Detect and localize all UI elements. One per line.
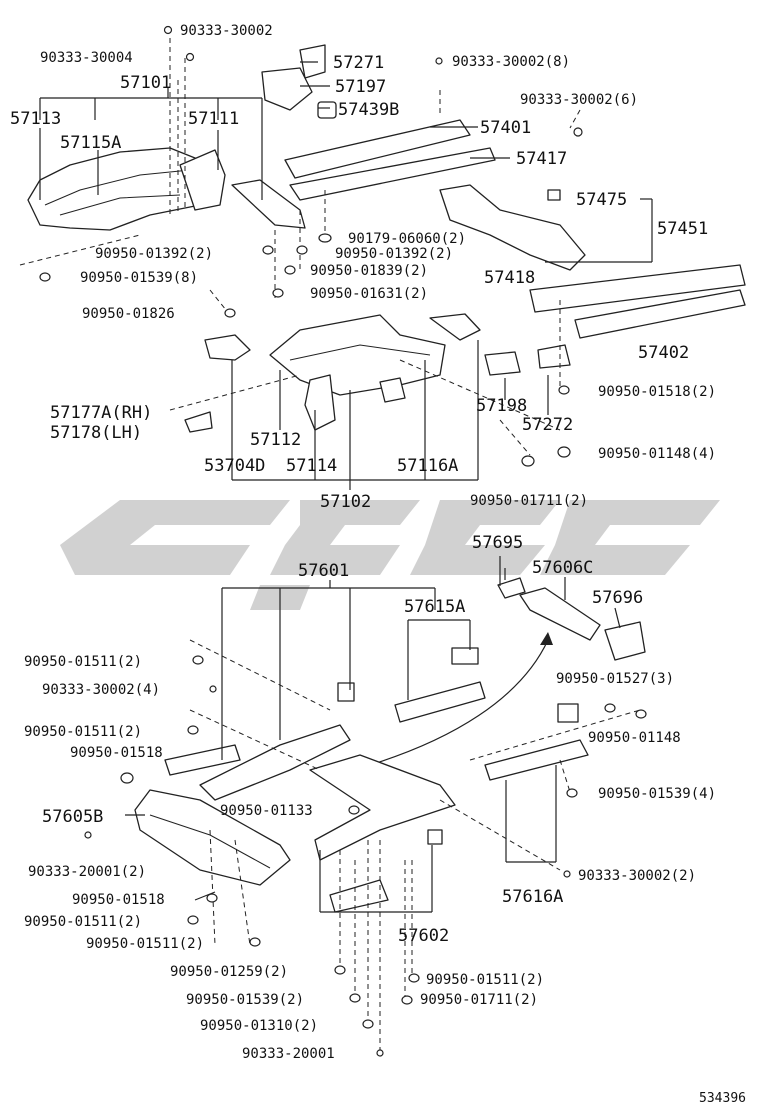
hardware-nuts <box>39 25 647 1057</box>
part-57402 <box>574 289 746 339</box>
label-57101: 57101 <box>120 73 171 93</box>
label-57115A: 57115A <box>60 133 121 153</box>
part-57417 <box>289 147 496 201</box>
label-90333-30004: 90333-30004 <box>40 50 133 66</box>
part-57272 <box>537 344 571 369</box>
leader-lines <box>19 38 653 1052</box>
label-57417: 57417 <box>516 149 567 169</box>
label-90333-30002: 90333-30002 <box>180 23 273 39</box>
label-90333-20001: 90333-20001 <box>242 1046 335 1062</box>
label-90950-01392-2a: 90950-01392(2) <box>95 246 213 262</box>
label-57272: 57272 <box>522 415 573 435</box>
label-57111: 57111 <box>188 109 239 129</box>
label-57178-LH: 57178(LH) <box>50 423 142 443</box>
label-90333-30002-2: 90333-30002(2) <box>578 868 696 884</box>
label-57112: 57112 <box>250 430 301 450</box>
label-90333-30002-8: 90333-30002(8) <box>452 54 570 70</box>
part-57615A <box>394 681 486 723</box>
label-90950-01527-3: 90950-01527(3) <box>556 671 674 687</box>
label-90950-01148-4: 90950-01148(4) <box>598 446 716 462</box>
label-57475: 57475 <box>576 190 627 210</box>
upper-parts <box>27 44 746 433</box>
part-57401 <box>284 119 471 179</box>
diagram-reference-number: 534396 <box>699 1091 746 1106</box>
label-57198: 57198 <box>476 396 527 416</box>
part-57111 <box>179 149 226 211</box>
label-57605B: 57605B <box>42 807 103 827</box>
label-53704D: 53704D <box>204 456 265 476</box>
label-90950-01539-8: 90950-01539(8) <box>80 270 198 286</box>
label-57197: 57197 <box>335 77 386 97</box>
label-90950-01518b: 90950-01518 <box>72 892 165 908</box>
part-57198 <box>484 351 521 376</box>
label-90950-01826: 90950-01826 <box>82 306 175 322</box>
label-90950-01511-2a: 90950-01511(2) <box>24 654 142 670</box>
watermark-logo <box>60 500 720 610</box>
label-90950-01511-2d: 90950-01511(2) <box>86 936 204 952</box>
label-90950-01518: 90950-01518 <box>70 745 163 761</box>
part-57616A <box>484 739 589 781</box>
part-57112 <box>269 314 446 396</box>
label-57695: 57695 <box>472 533 523 553</box>
part-57197 <box>261 67 313 111</box>
label-90333-30002-4: 90333-30002(4) <box>42 682 160 698</box>
label-57402: 57402 <box>638 343 689 363</box>
label-57606C: 57606C <box>532 558 593 578</box>
label-90950-01511-2e: 90950-01511(2) <box>426 972 544 988</box>
part-57606C <box>519 587 601 641</box>
label-90950-01133: 90950-01133 <box>220 803 313 819</box>
part-labels: 90333-30002 90333-30004 57271 57197 9033… <box>10 23 716 1062</box>
label-57116A: 57116A <box>397 456 458 476</box>
label-90950-01511-2c: 90950-01511(2) <box>24 914 142 930</box>
label-57615A: 57615A <box>404 597 465 617</box>
label-90950-01711-2b: 90950-01711(2) <box>420 992 538 1008</box>
label-90333-30002-6: 90333-30002(6) <box>520 92 638 108</box>
part-57113 <box>27 147 211 231</box>
label-57696: 57696 <box>592 588 643 608</box>
label-90950-01392-2b: 90950-01392(2) <box>335 246 453 262</box>
label-90333-20001-2: 90333-20001(2) <box>28 864 146 880</box>
label-57601: 57601 <box>298 561 349 581</box>
part-57177A <box>184 411 213 433</box>
label-90950-01631-2: 90950-01631(2) <box>310 286 428 302</box>
part-57418 <box>529 264 746 313</box>
part-57601 <box>199 724 351 801</box>
label-90950-01711-2a: 90950-01711(2) <box>470 493 588 509</box>
label-57439B: 57439B <box>338 100 399 120</box>
label-57102: 57102 <box>320 492 371 512</box>
label-90950-01539-4: 90950-01539(4) <box>598 786 716 802</box>
part-57439B <box>317 101 337 119</box>
label-57602: 57602 <box>398 926 449 946</box>
label-57616A: 57616A <box>502 887 563 907</box>
part-57696 <box>604 621 646 661</box>
label-57114: 57114 <box>286 456 337 476</box>
label-57451: 57451 <box>657 219 708 239</box>
label-90950-01259-2: 90950-01259(2) <box>170 964 288 980</box>
part-57695 <box>497 577 526 599</box>
label-57113: 57113 <box>10 109 61 129</box>
label-90950-01539-2: 90950-01539(2) <box>186 992 304 1008</box>
label-90179-06060-2: 90179-06060(2) <box>348 231 466 247</box>
label-90950-01518-2: 90950-01518(2) <box>598 384 716 400</box>
part-57605B <box>134 789 291 886</box>
label-90950-01511-2b: 90950-01511(2) <box>24 724 142 740</box>
label-57418: 57418 <box>484 268 535 288</box>
label-90950-01148: 90950-01148 <box>588 730 681 746</box>
lower-parts <box>134 577 646 913</box>
label-57401: 57401 <box>480 118 531 138</box>
label-90950-01839-2: 90950-01839(2) <box>310 263 428 279</box>
part-57451 <box>439 184 586 271</box>
part-53704D <box>204 334 251 361</box>
label-90950-01310-2: 90950-01310(2) <box>200 1018 318 1034</box>
part-57602 <box>309 754 456 861</box>
label-57271: 57271 <box>333 53 384 73</box>
label-57177A-RH: 57177A(RH) <box>50 403 152 423</box>
